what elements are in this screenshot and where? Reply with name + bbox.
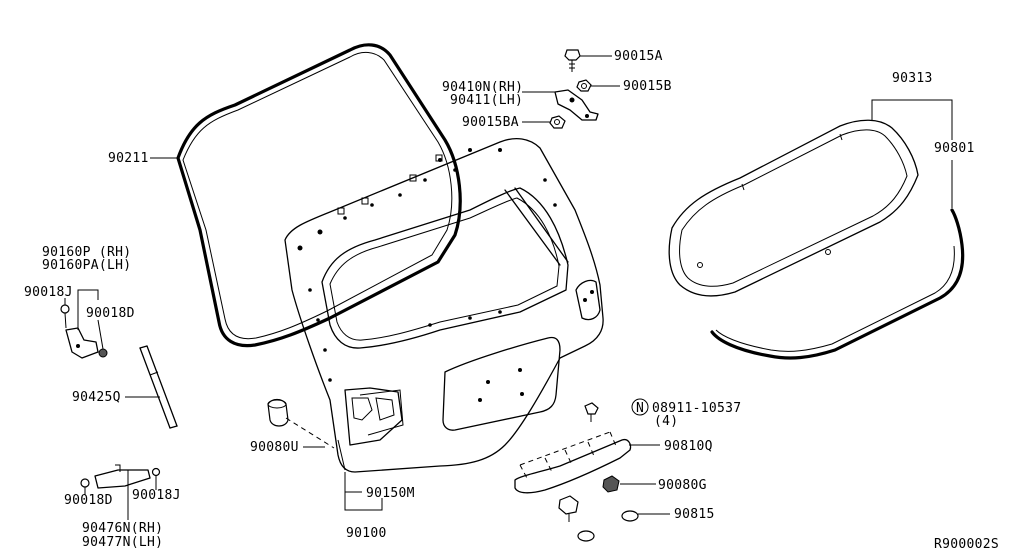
label-08911-n: N [636,401,644,416]
label-90150m: 90150M [366,486,415,501]
label-90476n: 90476N(RH) [82,521,163,536]
label-08911-10537: 08911-10537 [652,401,741,416]
glass-molding-90801 [710,208,965,360]
leader-lines [64,55,953,520]
label-90211: 90211 [108,151,149,166]
hinge-90410n [554,89,599,121]
part-labels: 90015A 90015B 90410N(RH) 90411(LH) 90015… [24,49,999,552]
label-90477n: 90477N(LH) [82,535,163,550]
label-90018d-top: 90018D [86,306,135,321]
label-90411: 90411(LH) [450,93,523,108]
lower-bracket-90476n [80,464,161,489]
clip-90080g [558,475,620,522]
back-window-glass-90313 [668,119,919,297]
label-90015ba: 90015BA [462,115,519,130]
label-90015a: 90015A [614,49,663,64]
clip-08911-10537 [584,398,649,422]
label-90810q: 90810Q [664,439,713,454]
nut-90015ba [549,115,566,129]
bolt-90015a [564,49,581,72]
label-90801: 90801 [934,141,975,156]
nut-90015b [576,79,592,92]
label-90080g: 90080G [658,478,707,493]
label-90425q: 90425Q [72,390,121,405]
weatherstrip-90211 [176,43,462,348]
label-90100: 90100 [346,526,387,541]
finisher-90810q [514,431,632,494]
label-90018j-top: 90018J [24,285,73,300]
label-90015b: 90015B [623,79,672,94]
label-90018j-bottom: 90018J [132,488,181,503]
diagram-id: R900002S [934,537,999,552]
label-90410n: 90410N(RH) [442,80,523,95]
label-90080u: 90080U [250,440,299,455]
back-door-panel-90100 [284,137,604,473]
grommet-90815 [577,510,639,542]
label-90160pa: 90160PA(LH) [42,258,131,273]
label-90815: 90815 [674,507,715,522]
label-08911-qty: (4) [654,414,678,429]
bumper-90080u [267,398,335,449]
gas-stay-90425q [139,345,178,429]
label-90313: 90313 [892,71,933,86]
label-90018d-bottom: 90018D [64,493,113,508]
label-90160p: 90160P (RH) [42,245,131,260]
